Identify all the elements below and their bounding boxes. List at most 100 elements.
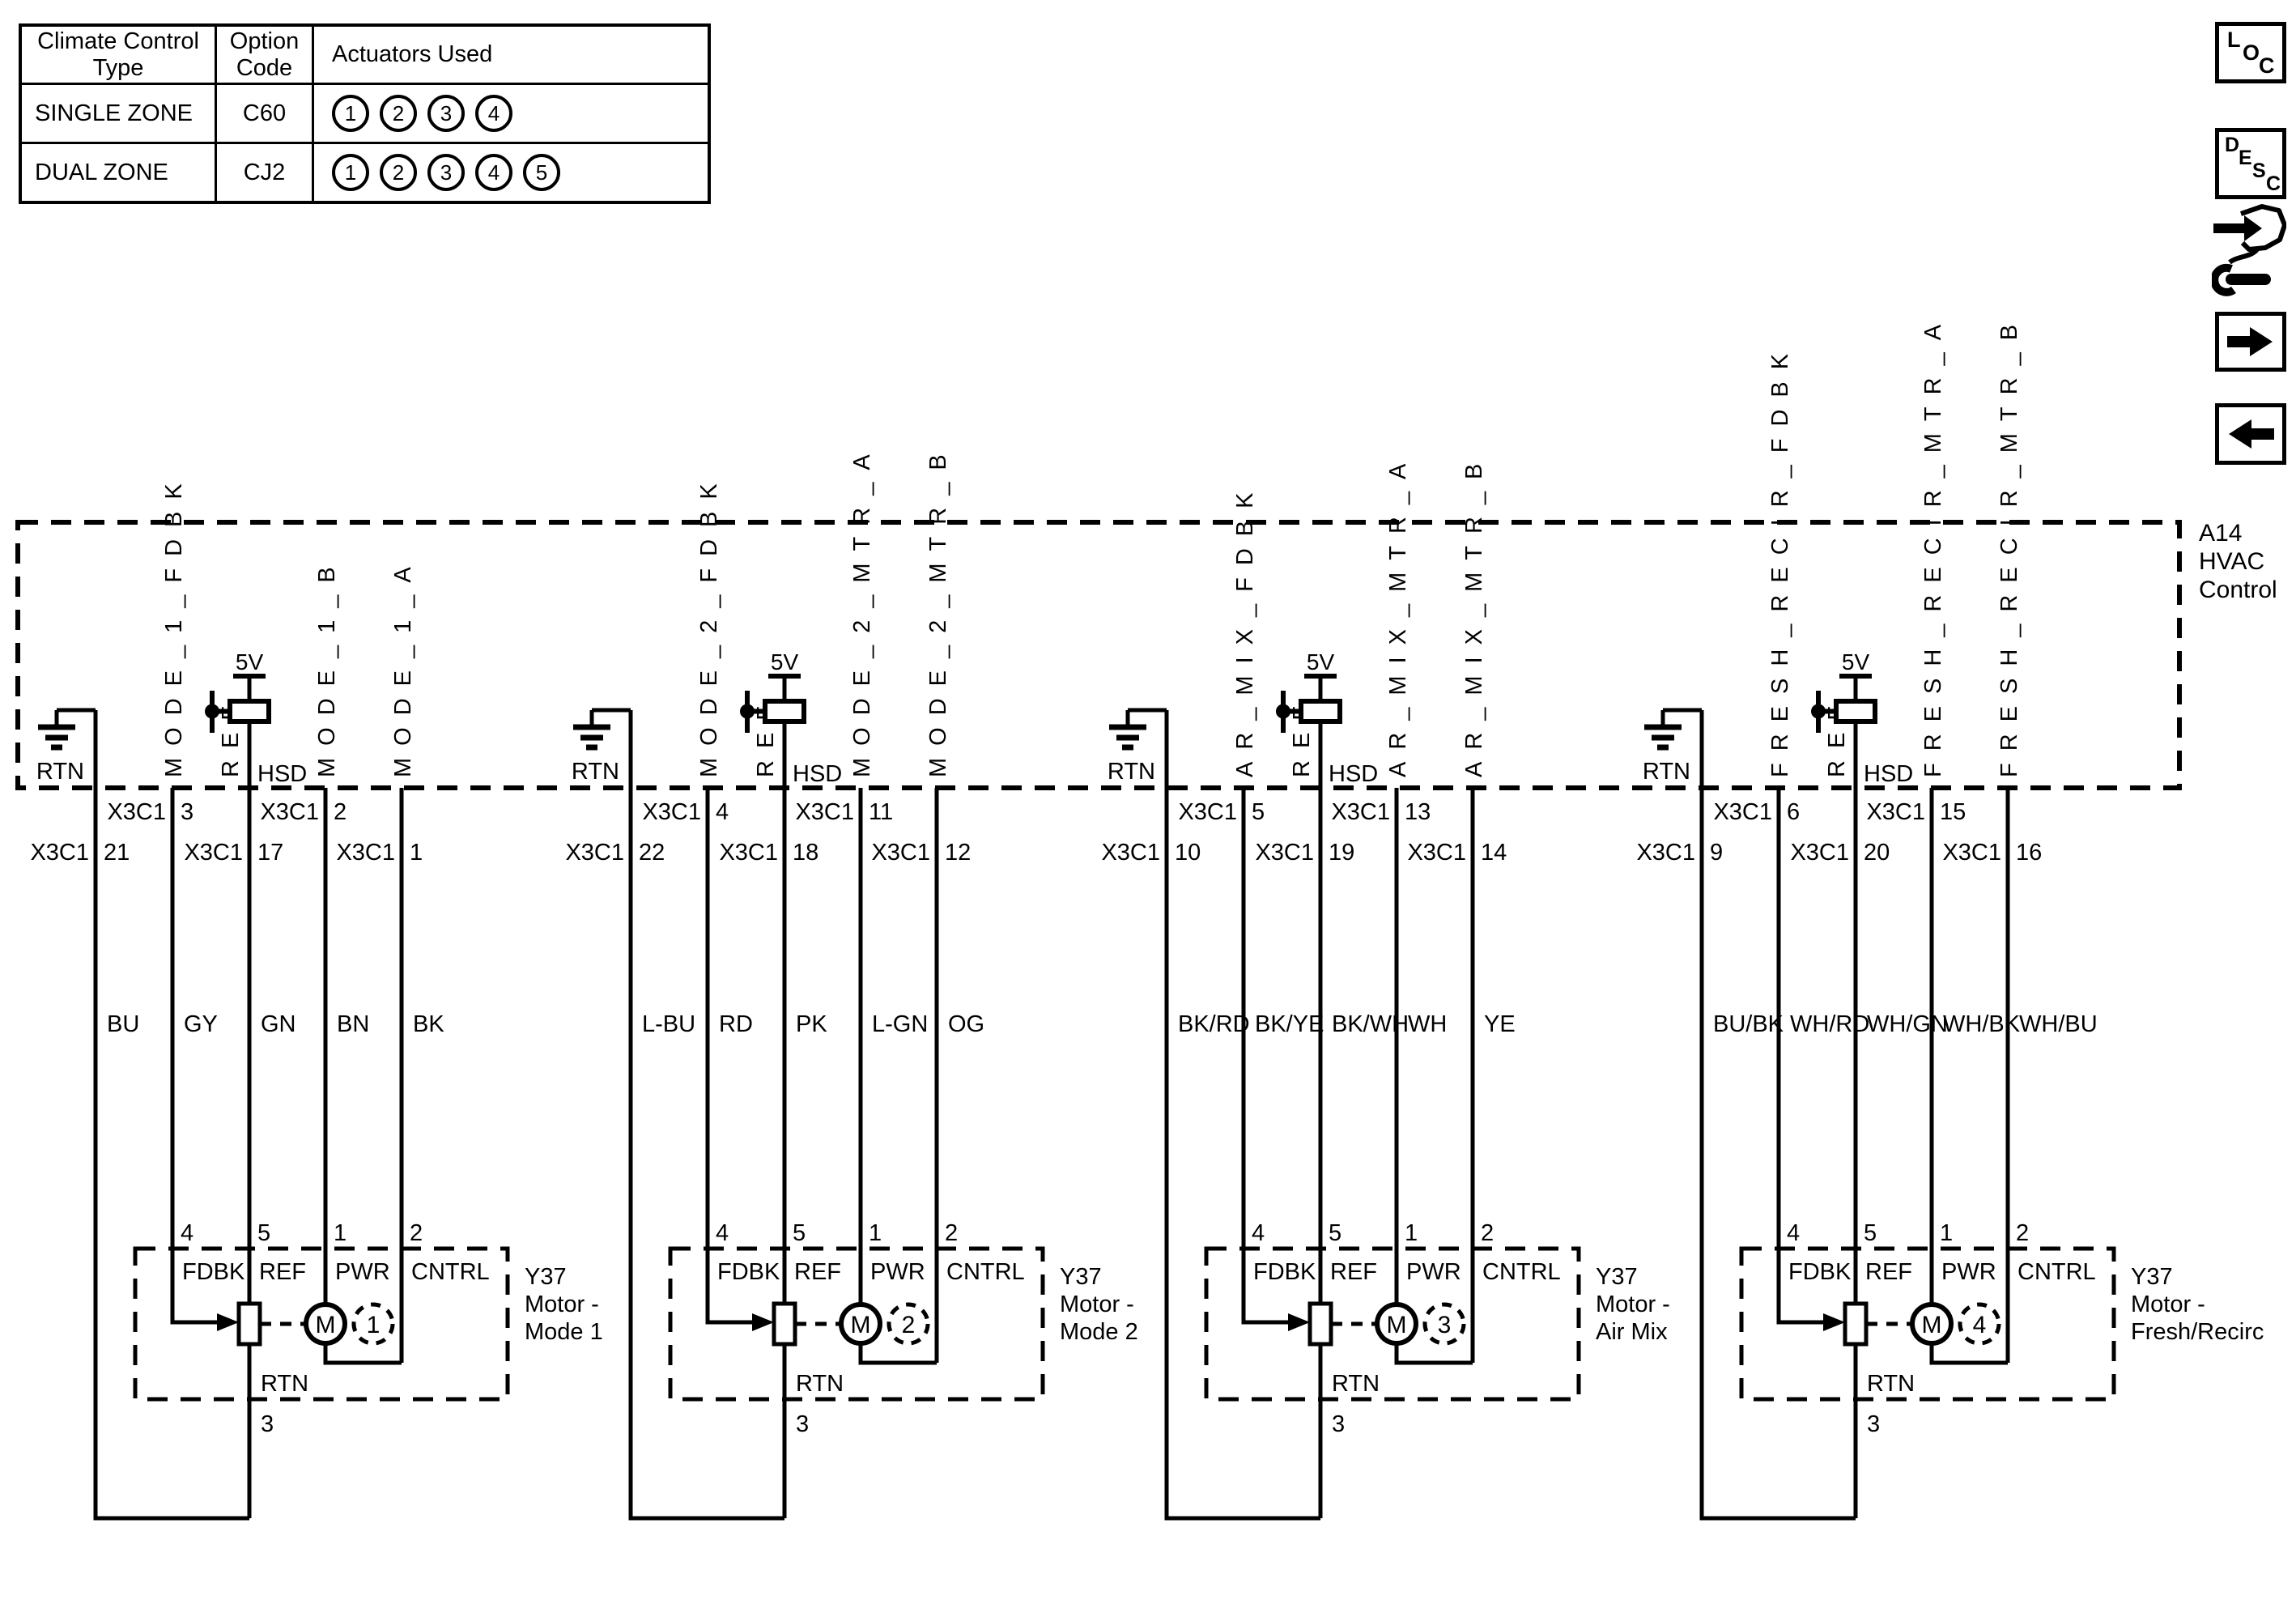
group-fresh-recirc-rtn-label: RTN — [1643, 759, 1690, 785]
group-mode-1-wire-color-label: GN — [261, 1011, 296, 1037]
group-air-mix-pin-number: 10 — [1175, 840, 1201, 866]
group-mode-1-motor-m: M — [316, 1312, 336, 1338]
group-mode-1-rtn-wire — [93, 710, 249, 1521]
group-mode-1-motor-name: Y37 — [525, 1264, 567, 1290]
group-mode-2-wire-color-label: PK — [796, 1011, 827, 1037]
group-mode-1-signal-label: MODE_1_B — [314, 555, 340, 777]
group-fresh-recirc-motor-name: Fresh/Recirc — [2131, 1319, 2264, 1345]
group-air-mix-terminal-pin: 4 — [1252, 1220, 1265, 1246]
group-fresh-recirc-connector-label: X3C1 — [1942, 840, 2001, 866]
group-mode-2-signal-label: MODE_2_MTR_A — [849, 442, 875, 777]
legend-header-actuators-used: Actuators Used — [312, 23, 711, 85]
group-air-mix-wire-color-label: WH — [1408, 1011, 1447, 1037]
group-mode-2-wire-color-label: L-BU — [642, 1011, 695, 1037]
legend-header-line: Type — [92, 54, 144, 81]
arrow-right-icon — [2227, 327, 2273, 356]
actuator-number-circle: 3 — [427, 154, 465, 191]
location-button[interactable]: L O C — [2215, 22, 2286, 83]
group-fresh-recirc-terminal-pin: 4 — [1787, 1220, 1800, 1246]
group-mode-2-actuator-number-circle — [887, 1302, 930, 1346]
group-mode-2-terminal-label: REF — [794, 1259, 841, 1285]
group-mode-1-actuator-number: 1 — [367, 1312, 381, 1338]
group-fresh-recirc-terminal-label: CNTRL — [2018, 1259, 2096, 1285]
group-fresh-recirc-connector-label: X3C1 — [1790, 840, 1849, 866]
group-air-mix-motor-m: M — [1387, 1312, 1407, 1338]
group-mode-2-hsd-driver — [763, 699, 806, 724]
legend-header-row: Climate Control Type Option Code Actuato… — [19, 23, 711, 85]
desc-letter: E — [2239, 147, 2252, 169]
group-mode-2-actuator-number: 2 — [902, 1312, 916, 1338]
group-air-mix-pin-number: 13 — [1405, 799, 1431, 825]
group-air-mix-actuator-number: 3 — [1438, 1312, 1452, 1338]
group-mode-1-position-sensor — [236, 1301, 262, 1347]
group-mode-2-signal-label: MODE_2_FDBK — [696, 471, 722, 777]
arrow-left-icon — [2229, 419, 2274, 449]
group-mode-2-wire-color-label: RD — [719, 1011, 753, 1037]
service-info-icon[interactable] — [2212, 204, 2286, 300]
group-mode-2-motor-rtn-label: RTN — [796, 1371, 844, 1397]
loc-letter: L — [2227, 28, 2241, 52]
forward-button[interactable] — [2215, 312, 2286, 372]
description-button[interactable]: D E S C — [2215, 128, 2286, 199]
group-mode-2-signal-label: MODE_2_MTR_B — [925, 442, 951, 777]
group-air-mix-terminal-label: PWR — [1406, 1259, 1461, 1285]
group-mode-2-supply-label: 5V — [771, 649, 799, 674]
group-mode-2-terminal-pin: 5 — [793, 1220, 806, 1246]
group-fresh-recirc-pin-number: 9 — [1710, 840, 1723, 866]
group-mode-2-connector-label: X3C1 — [565, 840, 624, 866]
group-fresh-recirc-fdbk-arrowhead — [1823, 1313, 1845, 1331]
group-air-mix-pin-number: 5 — [1252, 799, 1265, 825]
hvac-control-module-box — [15, 520, 2182, 790]
actuator-number-circle: 2 — [380, 154, 417, 191]
group-mode-2-pin-number: 12 — [945, 840, 971, 866]
group-fresh-recirc-position-sensor — [1843, 1301, 1869, 1347]
group-mode-2-connector-label: X3C1 — [871, 840, 930, 866]
group-air-mix-fdbk-wire — [1241, 788, 1293, 1325]
group-air-mix-terminal-label: FDBK — [1253, 1259, 1316, 1285]
group-fresh-recirc-signal-label: FRESH_RECIR_FDBK — [1767, 342, 1793, 777]
group-mode-2-rtn-wire — [628, 710, 784, 1521]
group-air-mix-connector-label: X3C1 — [1407, 840, 1466, 866]
group-fresh-recirc-motor-box — [1739, 1246, 2116, 1402]
group-air-mix-motor-rtn-label: RTN — [1332, 1371, 1380, 1397]
group-fresh-recirc-pin-number: 20 — [1864, 840, 1890, 866]
group-mode-2-fdbk-wire — [705, 788, 757, 1325]
group-mode-1-wire-color-label: BN — [337, 1011, 369, 1037]
back-button[interactable] — [2215, 403, 2286, 465]
group-fresh-recirc-wire-color-label: WH/RD — [1790, 1011, 1869, 1037]
group-mode-2-motor-name: Y37 — [1060, 1264, 1102, 1290]
group-mode-1-signal-label: MODE_1_FDBK — [161, 471, 187, 777]
group-mode-1-terminal-label: FDBK — [182, 1259, 245, 1285]
module-label: A14 — [2199, 520, 2242, 547]
group-fresh-recirc-hsd-driver — [1834, 699, 1877, 724]
group-air-mix-connector-label: X3C1 — [1178, 799, 1237, 825]
legend-header-line: Code — [236, 54, 293, 81]
group-fresh-recirc-actuator-number: 4 — [1973, 1312, 1987, 1338]
group-mode-1-connector-label: X3C1 — [107, 799, 166, 825]
group-air-mix-hsd-driver — [1299, 699, 1342, 724]
group-air-mix-motor-return-link — [1394, 1343, 1473, 1365]
group-mode-1-terminal-pin: 4 — [181, 1220, 193, 1246]
group-fresh-recirc-actuator-number-circle — [1958, 1302, 2001, 1346]
group-mode-2-motor-box — [668, 1246, 1045, 1402]
group-mode-1-supply-label: 5V — [236, 649, 264, 674]
group-mode-1-connector-label: X3C1 — [336, 840, 395, 866]
group-fresh-recirc-wire-color-label: WH/BK — [1943, 1011, 2021, 1037]
group-mode-2-connector-label: X3C1 — [642, 799, 701, 825]
group-air-mix-hsd-label: HSD — [1329, 761, 1378, 787]
group-mode-2-motor-m: M — [851, 1312, 871, 1338]
zone-type-cell: SINGLE ZONE — [19, 83, 217, 144]
group-mode-1-wire-color-label: BK — [413, 1011, 444, 1037]
group-air-mix-motor-name: Motor - — [1596, 1291, 1670, 1317]
group-air-mix-signal-label: AR_MIX_MTR_A — [1385, 452, 1411, 777]
module-label: HVAC — [2199, 548, 2264, 575]
group-air-mix-motor-box — [1204, 1246, 1581, 1402]
group-air-mix-connector-label: X3C1 — [1101, 840, 1160, 866]
group-mode-1-motor-rtn-pin: 3 — [261, 1411, 274, 1437]
group-fresh-recirc-motor-rtn-pin: 3 — [1867, 1411, 1880, 1437]
legend-header-option-code: Option Code — [215, 23, 314, 85]
group-mode-2-pin-number: 22 — [639, 840, 665, 866]
group-air-mix-terminal-pin: 2 — [1481, 1220, 1494, 1246]
group-mode-2-terminal-pin: 2 — [945, 1220, 958, 1246]
